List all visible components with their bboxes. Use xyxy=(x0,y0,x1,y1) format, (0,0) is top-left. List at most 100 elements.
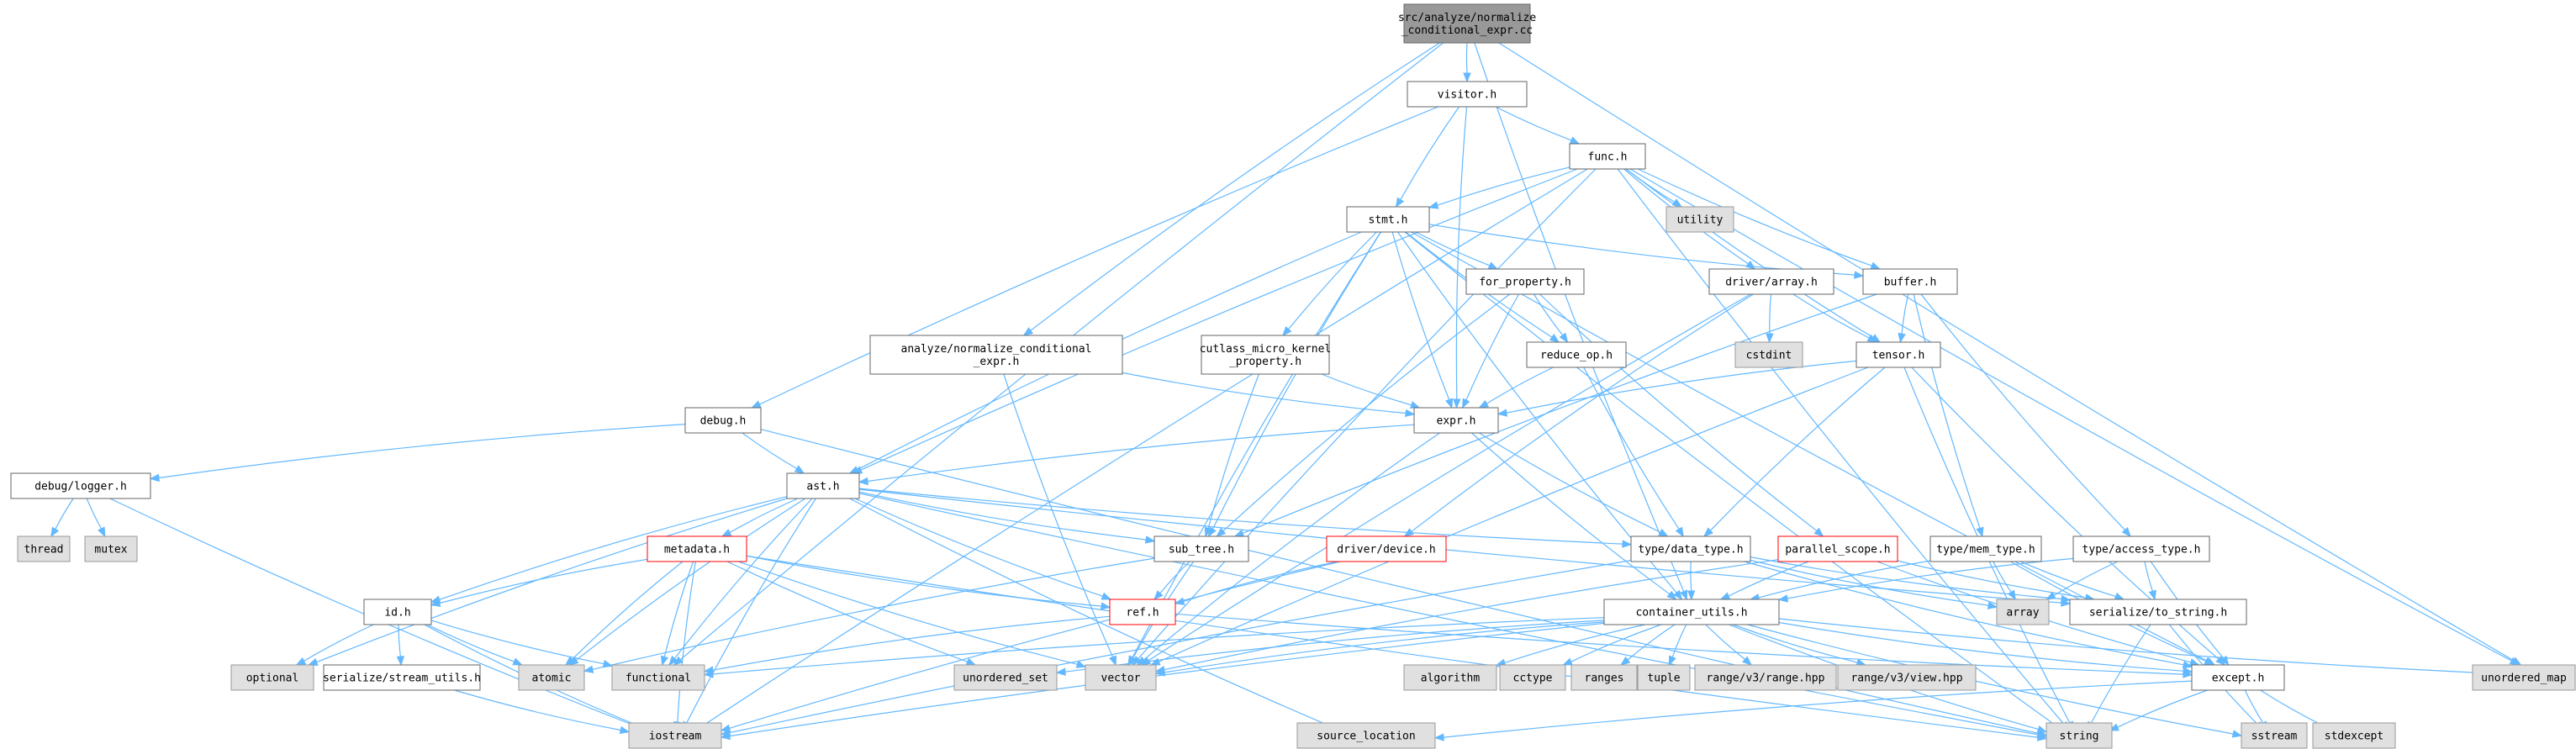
node-ref[interactable]: ref.h xyxy=(1109,599,1176,625)
node-serialize_to_string[interactable]: serialize/to_string.h xyxy=(2069,599,2247,625)
node-tuple[interactable]: tuple xyxy=(1637,664,1691,691)
node-cctype[interactable]: cctype xyxy=(1499,664,1566,691)
node-box-ast[interactable] xyxy=(786,472,860,499)
node-parallel_scope[interactable]: parallel_scope.h xyxy=(1777,535,1898,562)
node-box-mutex[interactable] xyxy=(84,535,138,562)
node-debug[interactable]: debug.h xyxy=(684,407,762,434)
node-box-functional[interactable] xyxy=(611,664,705,691)
node-box-serialize_stream[interactable] xyxy=(323,664,481,691)
node-box-func[interactable] xyxy=(1569,143,1646,170)
node-box-range_v3_view[interactable] xyxy=(1837,664,1977,691)
node-box-cutlass[interactable] xyxy=(1201,335,1330,375)
node-box-utility[interactable] xyxy=(1665,206,1734,233)
node-atomic[interactable]: atomic xyxy=(518,664,585,691)
node-for_property[interactable]: for_property.h xyxy=(1465,268,1585,295)
node-type_mem_type[interactable]: type/mem_type.h xyxy=(1929,535,2042,562)
node-sub_tree[interactable]: sub_tree.h xyxy=(1153,535,1249,562)
node-stdexcept[interactable]: stdexcept xyxy=(2312,722,2396,749)
node-expr[interactable]: expr.h xyxy=(1413,407,1499,434)
node-box-thread[interactable] xyxy=(17,535,71,562)
node-analyze_h[interactable]: analyze/normalize_conditional_expr.h xyxy=(869,335,1123,375)
node-utility[interactable]: utility xyxy=(1665,206,1734,233)
node-box-stdexcept[interactable] xyxy=(2312,722,2396,749)
node-box-tensor[interactable] xyxy=(1855,341,1941,368)
node-source_location[interactable]: source_location xyxy=(1296,722,1436,749)
node-thread[interactable]: thread xyxy=(17,535,71,562)
node-tensor[interactable]: tensor.h xyxy=(1855,341,1941,368)
node-box-visitor[interactable] xyxy=(1407,81,1528,108)
node-box-for_property[interactable] xyxy=(1465,268,1585,295)
node-visitor[interactable]: visitor.h xyxy=(1407,81,1528,108)
node-box-atomic[interactable] xyxy=(518,664,585,691)
node-sstream[interactable]: sstream xyxy=(2241,722,2308,749)
node-iostream[interactable]: iostream xyxy=(628,722,722,749)
node-box-debug[interactable] xyxy=(684,407,762,434)
node-box-root[interactable] xyxy=(1403,3,1531,44)
node-box-metadata[interactable] xyxy=(647,535,747,562)
node-box-unordered_map[interactable] xyxy=(2472,664,2576,691)
node-box-type_access_type[interactable] xyxy=(2072,535,2210,562)
node-box-algorithm[interactable] xyxy=(1403,664,1497,691)
node-unordered_set[interactable]: unordered_set xyxy=(953,664,1058,691)
node-type_access_type[interactable]: type/access_type.h xyxy=(2072,535,2210,562)
node-array[interactable]: array xyxy=(1996,599,2050,625)
node-stmt[interactable]: stmt.h xyxy=(1346,206,1430,233)
node-root[interactable]: src/analyze/normalize_conditional_expr.c… xyxy=(1398,3,1537,44)
node-ast[interactable]: ast.h xyxy=(786,472,860,499)
node-buffer[interactable]: buffer.h xyxy=(1862,268,1958,295)
node-reduce_op[interactable]: reduce_op.h xyxy=(1526,341,1627,368)
node-box-cstdint[interactable] xyxy=(1734,341,1803,368)
node-box-iostream[interactable] xyxy=(628,722,722,749)
node-box-id_h[interactable] xyxy=(363,599,432,625)
node-ranges[interactable]: ranges xyxy=(1570,664,1638,691)
node-box-driver_array[interactable] xyxy=(1708,268,1834,295)
node-box-expr[interactable] xyxy=(1413,407,1499,434)
node-driver_device[interactable]: driver/device.h xyxy=(1326,535,1447,562)
node-cstdint[interactable]: cstdint xyxy=(1734,341,1803,368)
node-box-parallel_scope[interactable] xyxy=(1777,535,1898,562)
node-debug_logger[interactable]: debug/logger.h xyxy=(10,472,151,499)
node-box-sstream[interactable] xyxy=(2241,722,2308,749)
node-box-cctype[interactable] xyxy=(1499,664,1566,691)
node-string[interactable]: string xyxy=(2045,722,2113,749)
node-optional[interactable]: optional xyxy=(230,664,314,691)
node-box-type_mem_type[interactable] xyxy=(1929,535,2042,562)
node-driver_array[interactable]: driver/array.h xyxy=(1708,268,1834,295)
node-unordered_map[interactable]: unordered_map xyxy=(2472,664,2576,691)
node-box-string[interactable] xyxy=(2045,722,2113,749)
node-box-ranges[interactable] xyxy=(1570,664,1638,691)
node-box-range_v3_range[interactable] xyxy=(1694,664,1837,691)
node-box-driver_device[interactable] xyxy=(1326,535,1447,562)
node-type_data_type[interactable]: type/data_type.h xyxy=(1630,535,1751,562)
node-box-sub_tree[interactable] xyxy=(1153,535,1249,562)
node-serialize_stream[interactable]: serialize/stream_utils.h xyxy=(323,664,481,691)
node-box-type_data_type[interactable] xyxy=(1630,535,1751,562)
node-box-container_utils[interactable] xyxy=(1603,599,1780,625)
node-box-ref[interactable] xyxy=(1109,599,1176,625)
node-box-buffer[interactable] xyxy=(1862,268,1958,295)
node-except[interactable]: except.h xyxy=(2191,664,2285,691)
node-func[interactable]: func.h xyxy=(1569,143,1646,170)
node-box-optional[interactable] xyxy=(230,664,314,691)
node-cutlass[interactable]: cutlass_micro_kernel_property.h xyxy=(1200,335,1332,375)
node-box-unordered_set[interactable] xyxy=(953,664,1058,691)
node-metadata[interactable]: metadata.h xyxy=(647,535,747,562)
node-box-reduce_op[interactable] xyxy=(1526,341,1627,368)
node-box-vector[interactable] xyxy=(1085,664,1157,691)
node-box-stmt[interactable] xyxy=(1346,206,1430,233)
node-box-array[interactable] xyxy=(1996,599,2050,625)
node-box-analyze_h[interactable] xyxy=(869,335,1123,375)
node-box-except[interactable] xyxy=(2191,664,2285,691)
node-container_utils[interactable]: container_utils.h xyxy=(1603,599,1780,625)
node-box-source_location[interactable] xyxy=(1296,722,1436,749)
node-box-debug_logger[interactable] xyxy=(10,472,151,499)
node-mutex[interactable]: mutex xyxy=(84,535,138,562)
node-algorithm[interactable]: algorithm xyxy=(1403,664,1497,691)
node-range_v3_view[interactable]: range/v3/view.hpp xyxy=(1837,664,1977,691)
node-functional[interactable]: functional xyxy=(611,664,705,691)
node-box-tuple[interactable] xyxy=(1637,664,1691,691)
node-id_h[interactable]: id.h xyxy=(363,599,432,625)
node-box-serialize_to_string[interactable] xyxy=(2069,599,2247,625)
node-vector[interactable]: vector xyxy=(1085,664,1157,691)
node-range_v3_range[interactable]: range/v3/range.hpp xyxy=(1694,664,1837,691)
